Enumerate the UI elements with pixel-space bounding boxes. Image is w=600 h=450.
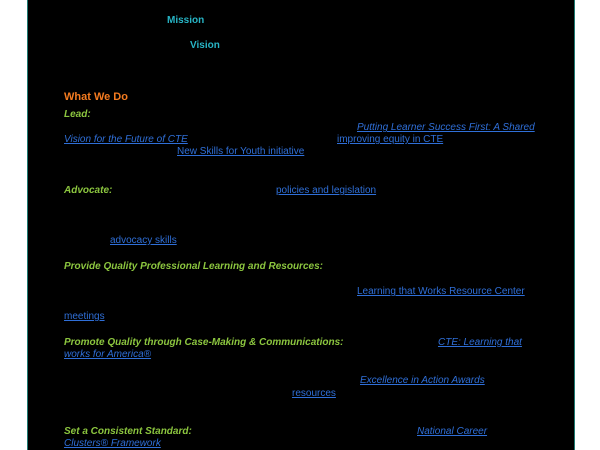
works-for-america-link[interactable]: works for America® [64, 349, 152, 360]
meetings-link[interactable]: meetings [64, 311, 105, 322]
clusters-framework-link[interactable]: Clusters® Framework [64, 438, 161, 449]
standard-label: Set a Consistent Standard: [64, 426, 192, 437]
cte-learning-link[interactable]: CTE: Learning that [438, 337, 522, 348]
excellence-awards-link[interactable]: Excellence in Action Awards [360, 375, 485, 386]
content-panel: Mission Vision What We Do Lead: Putting … [27, 0, 575, 450]
advocate-label: Advocate: [64, 185, 113, 196]
improving-equity-link[interactable]: improving equity in CTE [337, 134, 444, 145]
professional-learning-label: Provide Quality Professional Learning an… [64, 261, 323, 272]
national-career-link[interactable]: National Career [417, 426, 488, 437]
vision-future-cte-link[interactable]: Vision for the Future of CTE [64, 134, 188, 145]
case-making-label: Promote Quality through Case-Making & Co… [64, 337, 344, 348]
mission-heading: Mission [167, 15, 205, 26]
what-we-do-heading: What We Do [64, 91, 128, 103]
policies-legislation-link[interactable]: policies and legislation [276, 185, 377, 196]
new-skills-youth-link[interactable]: New Skills for Youth initiative [177, 146, 305, 157]
advocacy-skills-link[interactable]: advocacy skills [110, 235, 177, 246]
lead-label: Lead: [64, 109, 91, 120]
putting-learner-success-link[interactable]: Putting Learner Success First: A Shared [357, 122, 535, 133]
vision-heading: Vision [190, 40, 220, 51]
resource-center-link[interactable]: Learning that Works Resource Center [357, 286, 525, 297]
resources-link[interactable]: resources [292, 388, 336, 399]
